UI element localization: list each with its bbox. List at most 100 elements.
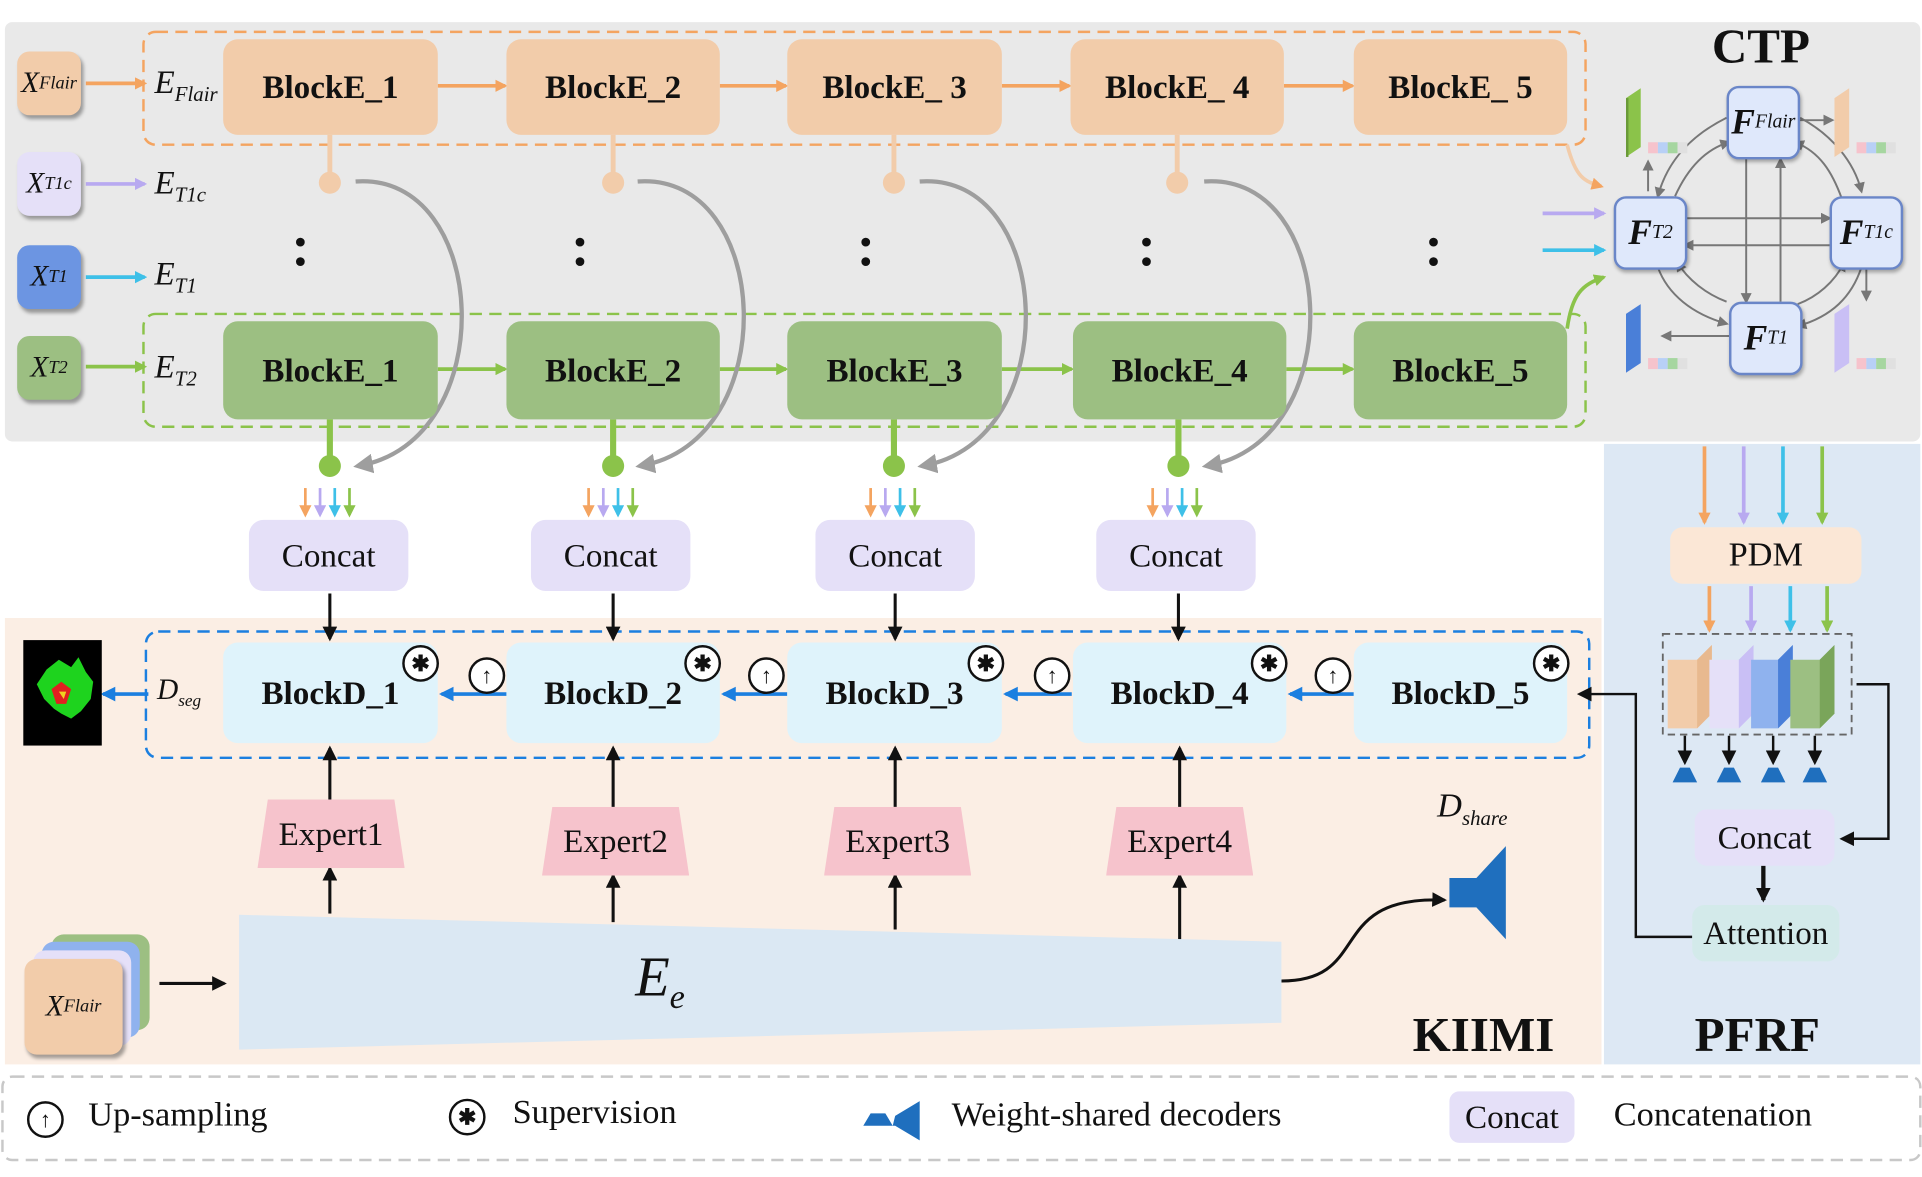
e-t1c-main: E (154, 164, 175, 202)
concat-2: Concat (530, 519, 691, 592)
encoder-t1c-label: ET1c (155, 164, 207, 207)
f-t1c-sub: T1c (1863, 221, 1893, 243)
decoder-block-3: BlockD_3 (787, 642, 1002, 744)
ellipsis-2: .. (573, 197, 587, 278)
e-flair-sub: Flair (174, 82, 218, 106)
shared-encoder-label: Ee (635, 944, 685, 1018)
decoder-block-1: BlockD_1 (223, 642, 438, 744)
expert-3-label: Expert3 (845, 822, 951, 859)
legend-concat-box: Concat (1449, 1091, 1575, 1143)
decoder-block-2: BlockD_2 (506, 642, 720, 744)
concat-4: Concat (1096, 519, 1256, 592)
input-t1c-label: X (26, 167, 45, 200)
f-t2-sub: T2 (1652, 221, 1673, 243)
ellipsis-1: .. (293, 197, 308, 278)
input-t2-sub: T2 (48, 357, 68, 378)
e-t2-sub: T2 (174, 367, 197, 391)
supervision-icon-1: ✱ (402, 645, 439, 682)
d-seg-sub: seg (178, 692, 202, 711)
expert-3: Expert3 (824, 806, 972, 876)
e-t1-main: E (154, 255, 175, 292)
e-flair-main: E (154, 63, 175, 101)
legend-shared-decoders: Weight-shared decoders (951, 1096, 1282, 1135)
legend-concatenation: Concatenation (1613, 1096, 1813, 1135)
f-flair-main: F (1731, 102, 1756, 142)
ee-main: E (635, 945, 670, 1008)
e-t1c-sub: T1c (174, 183, 207, 207)
upsampling-icon-1: ↑ (468, 657, 506, 695)
ellipsis-5: .. (1426, 197, 1441, 278)
kiimi-input-sub: Flair (63, 996, 102, 1016)
expert-2-label: Expert2 (563, 822, 668, 859)
legend-upsampling-icon: ↑ (26, 1101, 64, 1138)
legend-supervision: Supervision (512, 1093, 677, 1132)
upsampling-icon-2: ↑ (748, 657, 785, 695)
t2-block-5: BlockE_5 (1353, 321, 1568, 420)
input-t1-label: X (30, 260, 49, 293)
input-flair-sub: Flair (39, 72, 77, 93)
f-flair-sub: Flair (1755, 111, 1796, 133)
input-t2-label: X (30, 351, 49, 384)
pfrf-concat: Concat (1694, 809, 1835, 866)
kiimi-input-main: X (45, 990, 64, 1023)
d-share-sub: share (1461, 806, 1508, 830)
e-t2-main: E (154, 348, 175, 386)
f-t1-main: F (1743, 318, 1768, 358)
expert-1: Expert1 (257, 799, 405, 869)
supervision-icon-4: ✱ (1250, 645, 1288, 682)
d-share-label: Dshare (1437, 787, 1507, 831)
attention-block: Attention (1692, 904, 1840, 962)
t2-block-4: BlockE_4 (1072, 321, 1287, 420)
pdm-block: PDM (1670, 527, 1862, 584)
supervision-icon-5: ✱ (1532, 645, 1570, 682)
expert-2: Expert2 (542, 806, 690, 876)
t2-block-3: BlockE_3 (787, 321, 1002, 420)
flair-block-4: BlockE_ 4 (1070, 39, 1284, 135)
ctp-title: CTP (1711, 18, 1810, 74)
d-seg-main: D (156, 674, 179, 707)
decoder-block-5: BlockD_5 (1353, 642, 1568, 744)
flair-block-1: BlockE_1 (223, 39, 438, 135)
encoder-t1-label: ET1 (155, 255, 197, 298)
t2-block-2: BlockE_2 (506, 321, 720, 420)
legend-supervision-icon: ✱ (448, 1098, 486, 1136)
kiimi-title: KIIMI (1412, 1006, 1555, 1062)
supervision-icon-2: ✱ (684, 645, 722, 682)
f-t1c-main: F (1839, 212, 1864, 252)
upsampling-icon-3: ↑ (1033, 657, 1071, 695)
supervision-icon-3: ✱ (967, 645, 1005, 682)
f-t1-sub: T1 (1767, 327, 1789, 349)
flair-block-3: BlockE_ 3 (787, 39, 1002, 135)
expert-4-label: Expert4 (1127, 822, 1233, 859)
encoder-t2-label: ET2 (155, 348, 197, 391)
f-t2-main: F (1628, 212, 1653, 252)
pfrf-title: PFRF (1694, 1006, 1820, 1062)
flair-block-2: BlockE_2 (506, 39, 720, 135)
encoder-flair-label: EFlair (155, 64, 218, 107)
input-flair-label: X (21, 66, 40, 99)
concat-1: Concat (248, 519, 409, 592)
expert-4: Expert4 (1106, 806, 1254, 876)
ellipsis-4: .. (1139, 197, 1154, 278)
concat-3: Concat (815, 519, 975, 592)
upsampling-icon-4: ↑ (1314, 657, 1352, 695)
ee-sub: e (669, 978, 685, 1017)
d-seg-label: Dseg (157, 674, 201, 712)
flair-block-5: BlockE_ 5 (1353, 39, 1568, 135)
input-t1c-sub: T1c (44, 173, 72, 194)
d-share-main: D (1437, 787, 1462, 826)
e-t1-sub: T1 (174, 273, 197, 298)
ellipsis-3: .. (858, 197, 873, 278)
